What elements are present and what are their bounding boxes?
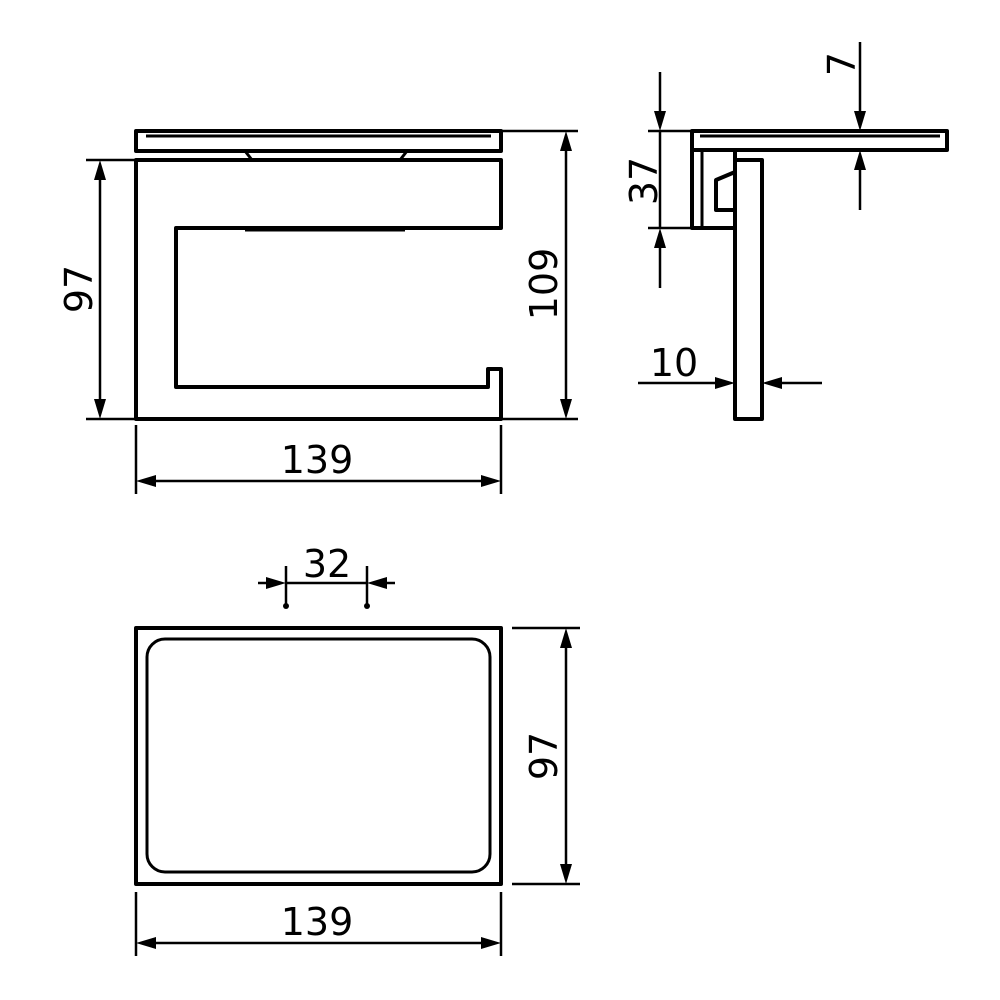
dim-front-total-height-label: 109 xyxy=(522,248,566,321)
side-wall-bracket xyxy=(690,148,737,230)
dim-top-hole-spacing: 32 xyxy=(258,542,395,609)
dim-side-height: 37 xyxy=(622,72,692,288)
side-view xyxy=(690,129,949,421)
dim-top-hole-spacing-label: 32 xyxy=(303,542,351,586)
side-holder-arm xyxy=(733,158,764,421)
dim-front-total-height: 109 xyxy=(501,129,578,421)
dim-side-wall-thickness-label: 10 xyxy=(650,341,698,385)
top-outer-plate xyxy=(134,626,503,886)
dim-front-height: 97 xyxy=(57,158,136,421)
dim-top-depth-label: 97 xyxy=(522,732,566,780)
dim-front-width-label: 139 xyxy=(281,438,354,482)
front-holder-body xyxy=(134,158,503,421)
top-inner-recess xyxy=(145,637,492,874)
dim-side-shelf-thickness: 7 xyxy=(820,42,866,210)
front-shelf-plate xyxy=(134,129,503,153)
dim-side-wall-thickness: 10 xyxy=(638,341,822,389)
dim-front-width: 139 xyxy=(134,425,503,494)
dim-top-width-label: 139 xyxy=(281,900,354,944)
dim-side-height-label: 37 xyxy=(622,157,666,205)
dim-top-width: 139 xyxy=(134,892,503,956)
top-view xyxy=(134,626,503,886)
front-view xyxy=(134,129,503,421)
dim-side-shelf-thickness-label: 7 xyxy=(820,52,864,76)
side-shelf-plate xyxy=(690,129,949,152)
dim-top-depth: 97 xyxy=(512,626,580,886)
dim-front-height-label: 97 xyxy=(57,265,101,313)
